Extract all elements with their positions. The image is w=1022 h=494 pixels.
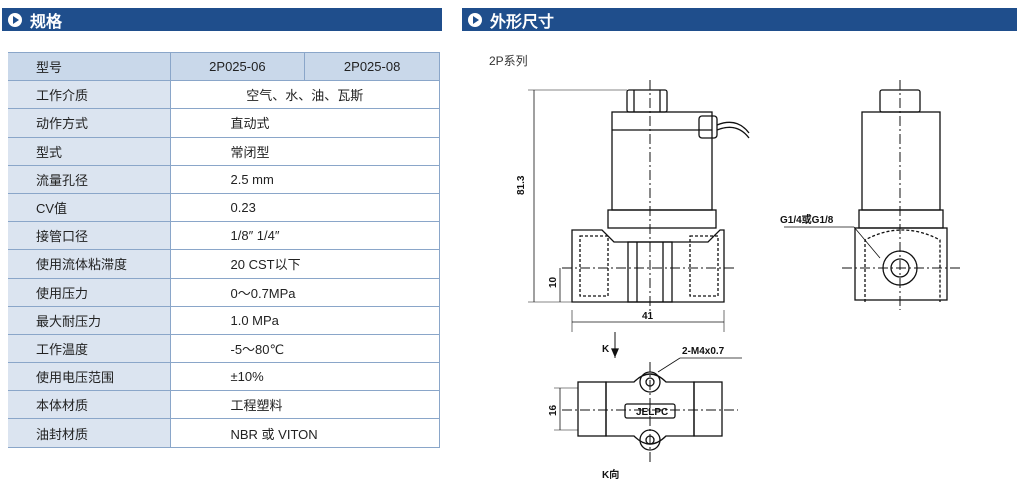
spec-row: 使用电压范围±10% xyxy=(8,362,440,392)
view-label: K向 xyxy=(602,468,619,481)
spec-row-label: 型式 xyxy=(8,137,171,166)
spec-row-value: 0～0.7MPa xyxy=(170,278,440,307)
spec-row: 工作温度-5～80℃ xyxy=(8,334,440,364)
spec-row-value: 工程塑料 xyxy=(170,390,440,420)
dim-base: 10 xyxy=(548,276,559,288)
spec-row-label: 使用流体粘滞度 xyxy=(8,249,171,279)
front-view xyxy=(528,80,750,332)
spec-row-label: 工作温度 xyxy=(8,334,171,364)
bottom-view xyxy=(554,357,742,462)
spec-row: 动作方式直动式 xyxy=(8,108,440,138)
spec-row-value: 常闭型 xyxy=(170,137,440,166)
spec-row-label: 流量孔径 xyxy=(8,165,171,194)
spec-row-label: 接管口径 xyxy=(8,221,171,251)
spec-row-value: 2.5 mm xyxy=(170,165,440,194)
spec-header-col2: 2P025-08 xyxy=(304,51,440,82)
spec-row-value: 空气、水、油、瓦斯 xyxy=(170,80,440,110)
spec-row-label: 动作方式 xyxy=(8,108,171,138)
spec-row-label: 油封材质 xyxy=(8,418,171,448)
dim-depth: 16 xyxy=(548,404,559,416)
dim-mount: 2-M4x0.7 xyxy=(682,346,725,357)
dim-port: G1/4或G1/8 xyxy=(780,213,834,226)
spec-row-value: 20 CST以下 xyxy=(170,249,440,279)
spec-row-label: 工作介质 xyxy=(8,80,171,110)
spec-row-label: 最大耐压力 xyxy=(8,306,171,335)
spec-row: 本体材质工程塑料 xyxy=(8,390,440,420)
spec-row-label: 本体材质 xyxy=(8,390,171,420)
spec-row-value: NBR 或 VITON xyxy=(170,418,440,448)
spec-header-col1: 2P025-06 xyxy=(170,51,306,82)
side-view xyxy=(784,80,962,310)
arrow-circle-icon xyxy=(8,12,22,27)
dim-width: 41 xyxy=(642,311,654,322)
spec-row-label: CV值 xyxy=(8,193,171,223)
dimension-drawing: 81.3 10 41 G1/4或G1/8 K JELPC 16 2-M4 xyxy=(516,80,962,481)
spec-section-header: 规格 xyxy=(2,8,442,31)
spec-row-value: ±10% xyxy=(170,362,440,392)
spec-row: 型式常闭型 xyxy=(8,137,440,166)
spec-row-value: 1/8″ 1/4″ xyxy=(170,221,440,251)
spec-section-title: 规格 xyxy=(30,13,63,31)
logo-text: JELPC xyxy=(636,407,668,418)
spec-row-label: 使用压力 xyxy=(8,278,171,307)
spec-row-value: 1.0 MPa xyxy=(170,306,440,335)
spec-row-label: 使用电压范围 xyxy=(8,362,171,392)
spec-header-row: 型号 2P025-06 2P025-08 xyxy=(8,51,440,82)
spec-row-value: 0.23 xyxy=(170,193,440,223)
arrow-circle-icon xyxy=(468,12,482,27)
view-arrow-label: K xyxy=(602,344,610,355)
spec-row-value: -5～80℃ xyxy=(170,334,440,364)
spec-header-label: 型号 xyxy=(8,51,171,82)
spec-row: 工作介质空气、水、油、瓦斯 xyxy=(8,80,440,110)
dimension-section-header: 外形尺寸 xyxy=(462,8,1017,31)
dimension-section-title: 外形尺寸 xyxy=(490,13,555,31)
spec-row-value: 直动式 xyxy=(170,108,440,138)
spec-table: 型号 2P025-06 2P025-08 工作介质空气、水、油、瓦斯 动作方式直… xyxy=(8,51,440,448)
series-label: 2P系列 xyxy=(489,54,528,68)
dim-height: 81.3 xyxy=(516,175,527,195)
